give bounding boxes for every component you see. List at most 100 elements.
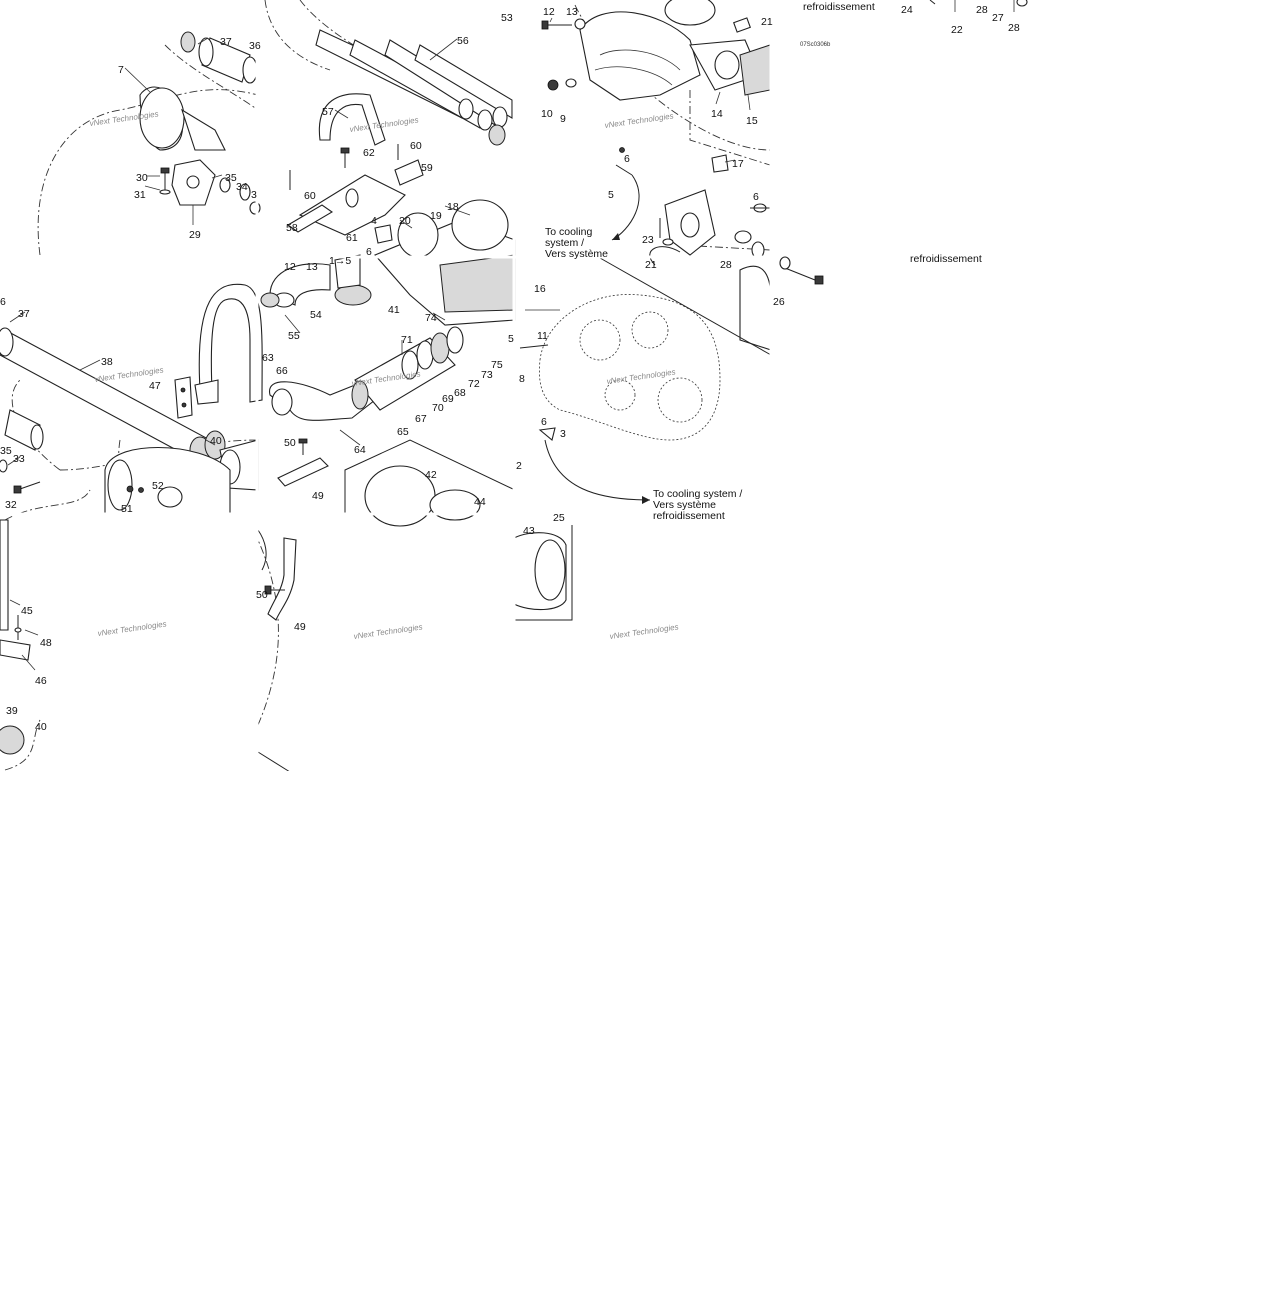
tile-engine (519, 256, 824, 501)
tube-clamp (488, 124, 506, 146)
callout-26: 26 (773, 296, 785, 308)
muffler-strap (198, 283, 263, 403)
callout-67: 67 (415, 413, 427, 425)
callout-23: 23 (642, 234, 654, 246)
callout-37: 37 (18, 308, 30, 320)
cooling-arrows (612, 233, 650, 504)
hose-clamp (180, 31, 196, 53)
callout-15: 15 (746, 115, 758, 127)
callout-56: 56 (457, 35, 469, 47)
tile-lower-right (513, 514, 573, 621)
tile-mid-left (0, 283, 263, 515)
callout-6: 6 (624, 153, 630, 165)
note-cooling-mid-1: To cooling (545, 226, 592, 238)
callout-59: 59 (421, 162, 433, 174)
callout-12: 12 (284, 261, 296, 273)
callout-52: 52 (152, 480, 164, 492)
strap (318, 93, 386, 146)
callout-28: 28 (1008, 22, 1020, 34)
callout-58: 58 (286, 222, 298, 234)
callout-53: 53 (501, 12, 513, 24)
svg-text:vNext Technologies: vNext Technologies (349, 115, 419, 134)
callout-60: 60 (410, 140, 422, 152)
callout-61: 61 (346, 232, 358, 244)
callout-6: 6 (366, 246, 372, 258)
duct-flange (139, 87, 185, 149)
callout-74: 74 (425, 312, 437, 324)
callout-16: 16 (534, 283, 546, 295)
callout-29: 29 (189, 229, 201, 241)
svg-text:vNext Technologies: vNext Technologies (606, 367, 676, 386)
callout-35: 35 (225, 172, 237, 184)
callout-47: 47 (149, 380, 161, 392)
callout-64: 64 (354, 444, 366, 456)
callout-51: 51 (121, 503, 133, 515)
note-cooling-low-2: Vers système (653, 499, 716, 511)
callout-9: 9 (560, 113, 566, 125)
note-cooling-low-1: To cooling system / (653, 488, 742, 500)
callout-72: 72 (468, 378, 480, 390)
callout-54: 54 (310, 309, 322, 321)
callout-37: 37 (220, 36, 232, 48)
callout-5: 5 (508, 333, 514, 345)
callout-32: 32 (5, 499, 17, 511)
callout-73: 73 (481, 369, 493, 381)
callout-13: 13 (566, 6, 578, 18)
callout-42: 42 (425, 469, 437, 481)
tile-top-middle (286, 29, 516, 326)
callout-24: 24 (901, 4, 913, 16)
callout-68: 68 (454, 387, 466, 399)
svg-text:vNext Technologies: vNext Technologies (97, 619, 167, 638)
callout-66: 66 (276, 365, 288, 377)
callout-31: 31 (134, 189, 146, 201)
callout-48: 48 (40, 637, 52, 649)
bracket-49-lower (267, 537, 297, 621)
note-cooling-mid-3: Vers système (545, 248, 608, 260)
callout-3: 3 (560, 428, 566, 440)
callout-45: 45 (21, 605, 33, 617)
callout-34: 34 (236, 181, 248, 193)
callout-11: 11 (537, 330, 548, 342)
callout-13: 13 (306, 261, 318, 273)
callout-69: 69 (442, 393, 454, 405)
callout-65: 65 (397, 426, 409, 438)
callout-57: 57 (322, 106, 334, 118)
callout-28: 28 (720, 259, 732, 271)
note-cooling-right: refroidissement (910, 253, 982, 265)
callout-14: 14 (711, 108, 723, 120)
callout-6: 6 (753, 191, 759, 203)
callout-19: 19 (430, 210, 442, 222)
callout-6: 6 (541, 416, 547, 428)
callout-2: 2 (516, 460, 522, 472)
callout-40: 40 (35, 721, 47, 733)
callout-22: 22 (951, 24, 963, 36)
tile-lower-left (0, 519, 39, 755)
note-cooling-low-3: refroidissement (653, 510, 725, 522)
callout-12: 12 (543, 6, 555, 18)
callout-70: 70 (432, 402, 444, 414)
callout-25: 25 (553, 512, 565, 524)
engine-block (539, 294, 721, 441)
callout-5: 5 (608, 189, 614, 201)
callout-71: 71 (401, 334, 413, 346)
callout-63: 63 (262, 352, 274, 364)
callout-43: 43 (523, 525, 535, 537)
callout-28: 28 (976, 4, 988, 16)
callout-4: 4 (371, 215, 377, 227)
bracket-49 (277, 457, 329, 487)
callout-60: 60 (304, 190, 316, 202)
callout-55: 55 (288, 330, 300, 342)
tile-top-left (124, 31, 261, 225)
callout-20: 20 (399, 215, 411, 227)
callout-41: 41 (388, 304, 400, 316)
callout-10: 10 (541, 108, 553, 120)
callout-3: 3 (251, 189, 257, 201)
callout-62: 62 (363, 147, 375, 159)
callout-36: 36 (249, 40, 261, 52)
callout-7: 7 (118, 64, 124, 76)
callout-27: 27 (992, 12, 1004, 24)
callout-6: 6 (0, 296, 6, 308)
note-cooling-mid-2: system / (545, 237, 584, 249)
